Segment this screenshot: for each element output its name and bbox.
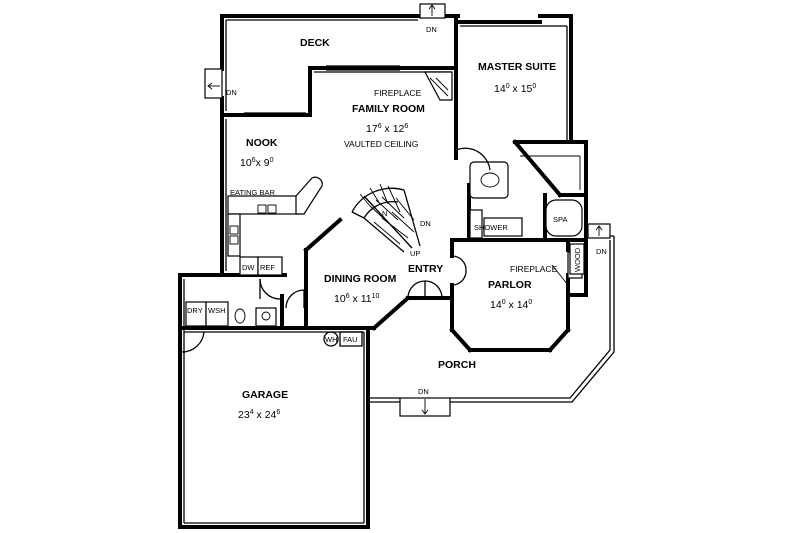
entry-doors — [407, 280, 443, 299]
family-fireplace-label: FIREPLACE — [374, 88, 422, 98]
parlor-doors — [451, 255, 467, 286]
parlor-dim: 140 x 140 — [490, 299, 532, 311]
wood-box — [569, 243, 585, 275]
garage-label: GARAGE — [242, 389, 288, 401]
nook-dim: 106x 90 — [240, 157, 274, 169]
fau-label: FAU — [343, 335, 358, 344]
right-stairs — [587, 223, 611, 239]
master-suite-label: MASTER SUITE — [478, 61, 556, 73]
laundry-appliances — [185, 301, 277, 327]
deck-left-dn-label: DN — [226, 88, 237, 97]
nook-label: NOOK — [246, 137, 278, 149]
family-fireplace — [423, 71, 453, 101]
stair-dn-label: DN — [420, 219, 431, 228]
master-bath-fixtures — [469, 155, 583, 239]
eating-bar-label: EATING BAR — [230, 188, 275, 197]
deck-label: DECK — [300, 37, 330, 49]
dining-room-label: DINING ROOM — [324, 273, 397, 285]
deck-top-dn-label: DN — [426, 25, 437, 34]
dryer-label: DRY — [187, 306, 203, 315]
family-room-dim: 176 x 126 — [366, 123, 408, 135]
garage-door-swing — [181, 331, 205, 353]
bath-door-swing — [455, 147, 491, 171]
kitchen-counter-west — [227, 213, 241, 257]
parlor-fireplace-label: FIREPLACE — [510, 264, 558, 274]
porch-dn-label: DN — [418, 387, 429, 396]
room-labels: DECK MASTER SUITE 140 x 150 FIREPLACE FA… — [187, 25, 607, 421]
parlor-label: PARLOR — [488, 279, 532, 291]
stair-up-label: UP — [410, 249, 420, 258]
laundry-door-swing — [259, 278, 305, 309]
dining-room-dim: 106 x 1110 — [334, 293, 379, 305]
ref-label: REF — [260, 263, 275, 272]
window-family-room — [326, 65, 400, 71]
shower-label: SHOWER — [474, 223, 508, 232]
porch-stairs — [399, 397, 451, 417]
eating-bar-counter — [227, 176, 323, 215]
water-heater-fau — [323, 331, 363, 347]
deck-stairs-left — [204, 68, 223, 99]
right-dn-label: DN — [596, 247, 607, 256]
deck-stairs-top — [419, 3, 446, 19]
spa-label: SPA — [553, 215, 567, 224]
stair-n-label: N — [382, 209, 387, 218]
wood-label: WOOD — [573, 247, 582, 272]
staircase — [351, 183, 421, 253]
garage-dim: 234 x 246 — [238, 409, 280, 421]
porch-label: PORCH — [438, 359, 476, 371]
kitchen-appliances — [239, 256, 283, 276]
master-suite-dim: 140 x 150 — [494, 83, 536, 95]
sliding-door — [244, 112, 306, 117]
porch-railing — [368, 235, 615, 403]
water-heater-label: WH — [325, 335, 338, 344]
family-room-label: FAMILY ROOM — [352, 103, 425, 115]
entry-label: ENTRY — [408, 263, 443, 275]
exterior-walls — [178, 14, 588, 529]
washer-label: WSH — [208, 306, 226, 315]
dw-label: DW — [242, 263, 255, 272]
family-room-note: VAULTED CEILING — [344, 139, 418, 149]
